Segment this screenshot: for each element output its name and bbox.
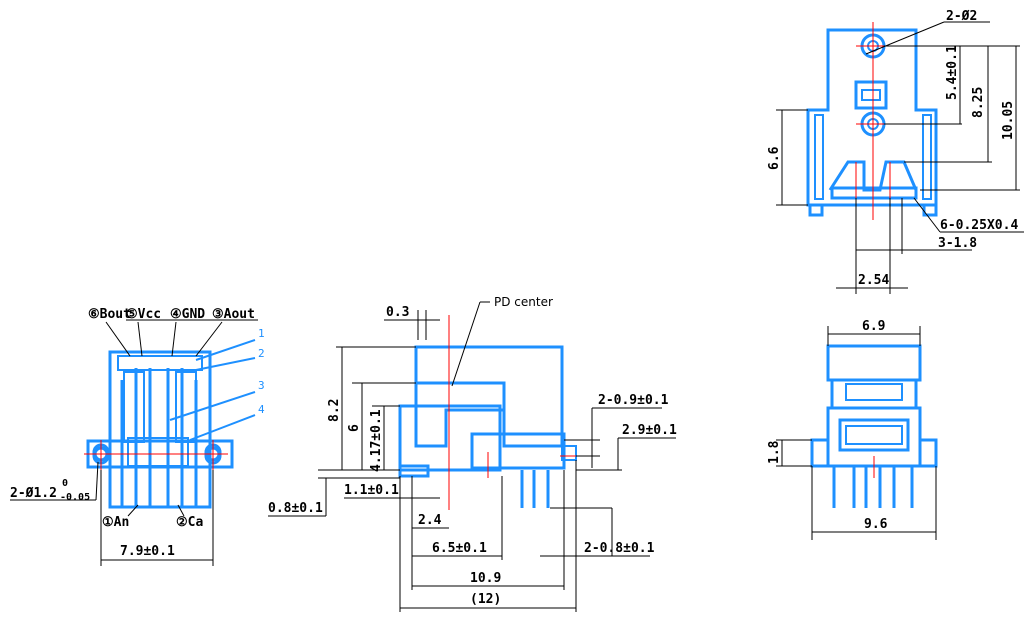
bottom-window-inner: [845, 425, 903, 445]
dim-hole-diameter: 2-Ø1.2: [10, 486, 57, 501]
side-chip: [127, 437, 189, 467]
bottom-cap: [826, 344, 922, 382]
front-connector: [470, 432, 566, 470]
bottom-window: [838, 418, 910, 452]
side-inner-block-left: [123, 371, 145, 443]
leader-number-3: 3: [258, 379, 265, 392]
dim-1-8: 1.8: [767, 440, 782, 464]
pin-label-aout: ③Aout: [212, 307, 255, 322]
dim-8-25: 8.25: [971, 87, 986, 118]
bottom-view: 6.9 1.8 9.6: [767, 319, 938, 540]
leader-number-2: 2: [258, 347, 265, 360]
bottom-flange-left: [810, 438, 828, 468]
dim-6-5: 6.5±0.1: [432, 541, 487, 556]
front-foot: [398, 464, 430, 478]
dim-3-1-8: 3-1.8: [938, 236, 977, 251]
dim-6-6: 6.6: [767, 146, 782, 170]
dim-0-3: 0.3: [386, 305, 409, 320]
pin-label-vcc: ⑤Vcc: [126, 307, 161, 322]
top-foot-right: [922, 203, 938, 217]
dim-2-0-9: 2-0.9±0.1: [598, 393, 669, 408]
dim-2-4: 2.4: [418, 513, 442, 528]
front-body-step: [416, 381, 506, 410]
top-foot-left: [808, 203, 824, 217]
dim-2-9: 2.9±0.1: [622, 423, 677, 438]
top-view: 2-Ø2 5.4±0.1 8.25 10.05 6.6 6-0.25X0.4 3…: [767, 9, 1024, 294]
side-body-outline: [108, 350, 212, 509]
front-lower-body: [398, 404, 502, 472]
dim-10-9: 10.9: [470, 571, 501, 586]
top-pin-block: [830, 186, 918, 200]
dim-0-8: 0.8±0.1: [268, 501, 323, 516]
side-view: ⑥Bout ⑤Vcc ④GND ③Aout 1 2 3 4 2-Ø1.2 0 -…: [10, 307, 265, 566]
bottom-inner-block: [845, 383, 903, 401]
dim-8-2: 8.2: [327, 399, 342, 422]
dim-6-9: 6.9: [862, 319, 885, 334]
leader-number-1: 1: [258, 327, 265, 340]
side-top-cap: [117, 355, 203, 371]
dim-9-6: 9.6: [864, 517, 888, 532]
pin-label-an: ①An: [102, 515, 129, 530]
dim-1-1: 1.1±0.1: [344, 483, 399, 498]
top-window-inner: [861, 89, 881, 101]
dim-12: (12): [470, 592, 501, 607]
front-connector-tip: [561, 445, 577, 461]
pin-label-ca: ②Ca: [176, 515, 203, 530]
side-inner-block-right: [175, 371, 197, 443]
dim-hole-tol-upper: 0: [62, 478, 68, 489]
dim-hole-tol-lower: -0.05: [60, 492, 90, 503]
dim-6-0-25x0-4: 6-0.25X0.4: [940, 218, 1018, 233]
dim-2-phi-2: 2-Ø2: [946, 9, 977, 24]
bottom-flange-right: [920, 438, 938, 468]
leader-number-4: 4: [258, 403, 265, 416]
front-view: PD center 0.3 8.2 6 4.17±0.1 0.8±0.1 1.1…: [268, 295, 677, 612]
dim-width-79: 7.9±0.1: [120, 544, 175, 559]
front-upper-body: [414, 345, 564, 448]
pd-center-label: PD center: [494, 295, 553, 309]
pin-label-bout: ⑥Bout: [88, 307, 131, 322]
top-slot-right: [922, 114, 932, 200]
dim-2-0-8: 2-0.8±0.1: [584, 541, 655, 556]
top-slot-left: [814, 114, 824, 200]
top-pin-region: [828, 160, 918, 192]
dim-2-54: 2.54: [858, 273, 889, 288]
dim-4-17: 4.17±0.1: [369, 409, 384, 472]
dim-10-05: 10.05: [1001, 101, 1016, 140]
dim-6: 6: [347, 424, 362, 432]
top-window: [854, 80, 888, 110]
pin-label-gnd: ④GND: [170, 307, 205, 322]
dim-5-4: 5.4±0.1: [945, 45, 960, 100]
